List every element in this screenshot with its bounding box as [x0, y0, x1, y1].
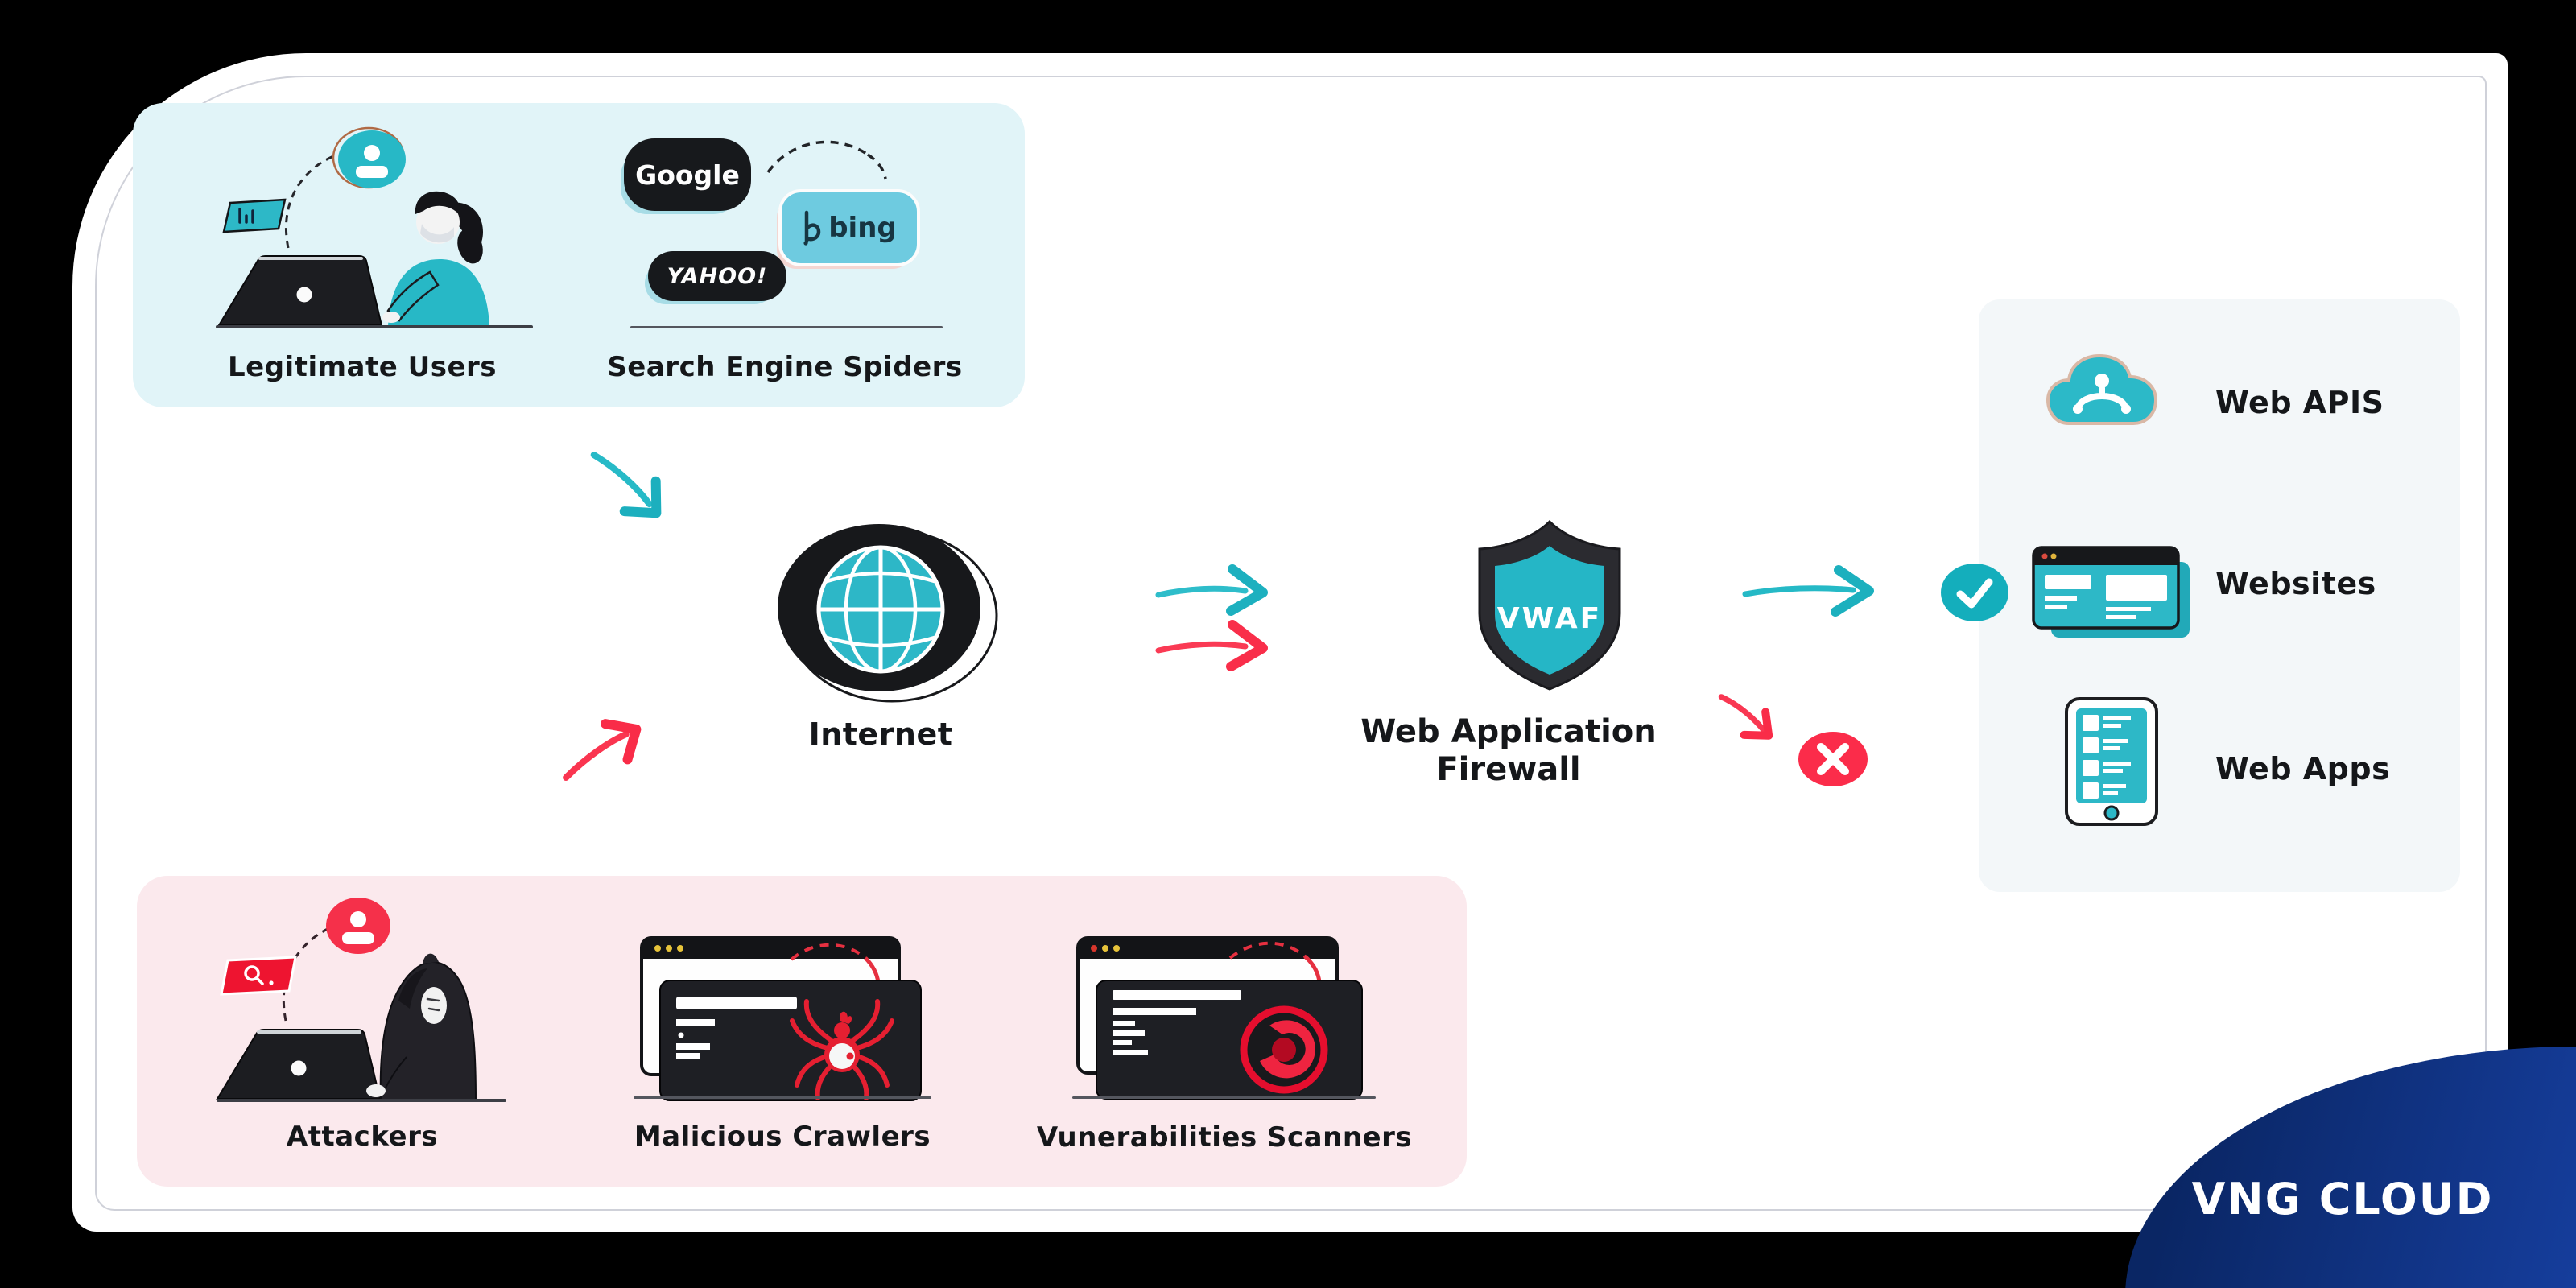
google-logo: Google — [624, 138, 751, 211]
vulnerability-scanner-icon — [1076, 936, 1363, 1100]
attacker-illustration — [216, 898, 506, 1102]
spiders-underline — [630, 326, 943, 328]
websites-label: Websites — [2215, 566, 2376, 601]
internet-globe-icon — [778, 524, 998, 703]
dashed-connector-line — [284, 155, 334, 249]
waf-label: Web Application Firewall — [1344, 713, 1674, 789]
spider-icon — [790, 999, 894, 1100]
bing-b-icon — [803, 210, 821, 246]
yahoo-logo: YAHOO! — [648, 251, 786, 301]
waf-shield-text: VWAF — [1497, 602, 1602, 635]
malicious-crawlers-label: Malicious Crawlers — [634, 1121, 931, 1153]
waf-label-line1: Web Application — [1360, 713, 1657, 750]
web-apps-label: Web Apps — [2215, 751, 2391, 786]
legitimate-user-illustration — [216, 126, 533, 328]
blocked-arrow-icon — [1718, 694, 1773, 740]
attacker-avatar-icon — [326, 898, 390, 954]
document-card-icon — [222, 198, 287, 233]
web-apis-cloud-icon — [2046, 353, 2158, 425]
safe-traffic-arrow-icon — [1155, 564, 1268, 616]
internet-to-waf-arrows — [1155, 564, 1268, 671]
web-apis-label: Web APIS — [2215, 385, 2384, 420]
desk-line — [217, 1099, 506, 1102]
crawlers-underline — [634, 1096, 931, 1099]
safe-to-internet-arrow-icon — [590, 452, 662, 518]
vng-cloud-logo: VNG CLOUD — [2191, 1174, 2494, 1224]
waf-label-line2: Firewall — [1436, 751, 1581, 788]
google-logo-text: Google — [635, 159, 740, 191]
attackers-label: Attackers — [286, 1121, 439, 1153]
legitimate-users-label: Legitimate Users — [227, 351, 497, 383]
desk-line — [216, 325, 533, 328]
laptop-icon — [217, 255, 383, 326]
web-apps-tablet-icon — [2065, 697, 2158, 826]
woman-user-figure — [382, 191, 489, 327]
laptop-icon — [216, 1029, 382, 1100]
allowed-check-icon — [1941, 564, 2008, 621]
waf-shield-icon: VWAF — [1478, 519, 1621, 691]
internet-label: Internet — [808, 716, 953, 752]
search-engine-spiders-label: Search Engine Spiders — [607, 351, 963, 383]
threat-to-internet-arrow-icon — [563, 719, 642, 781]
malicious-crawler-icon — [640, 936, 922, 1101]
hooded-attacker-figure — [366, 953, 477, 1102]
bing-logo-text: bing — [828, 212, 897, 244]
frame-inner-border — [95, 76, 2487, 1211]
allowed-arrow-icon — [1742, 565, 1874, 617]
user-avatar-icon — [332, 126, 406, 189]
vulnerability-scanners-label: Vunerabilities Scanners — [1036, 1121, 1413, 1154]
threat-traffic-arrow-icon — [1155, 620, 1268, 671]
scan-target-icon — [1240, 1005, 1328, 1094]
malware-card-icon — [220, 956, 297, 996]
yahoo-logo-text: YAHOO! — [667, 263, 768, 289]
websites-browser-icon — [2032, 546, 2190, 638]
dashed-connector-line — [282, 925, 333, 1022]
bing-logo: bing — [778, 189, 920, 266]
dashed-hop-arc — [766, 140, 887, 180]
scanners-underline — [1072, 1096, 1376, 1099]
blocked-x-icon — [1798, 732, 1868, 786]
